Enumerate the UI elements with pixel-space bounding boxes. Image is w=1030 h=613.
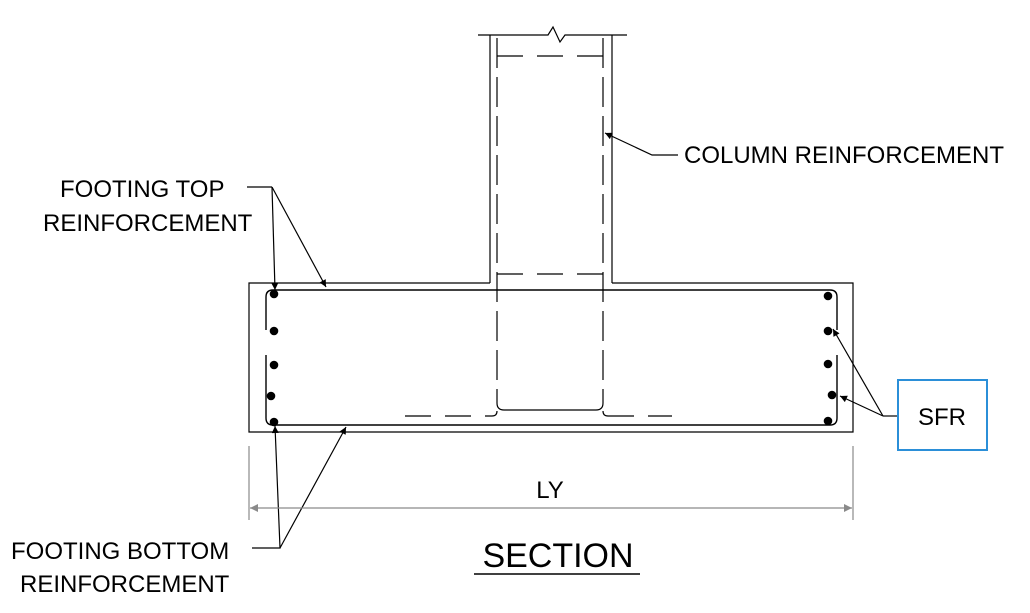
rebar-dot bbox=[266, 391, 276, 401]
footing-bottom-leader bbox=[252, 425, 347, 549]
rebar-dot bbox=[269, 360, 279, 370]
rebar-dot bbox=[823, 359, 833, 369]
sfr-label: SFR bbox=[918, 404, 966, 431]
footing-top-leader bbox=[247, 186, 327, 291]
dimension-ly-label: LY bbox=[536, 477, 564, 504]
column-reinforcement-leader bbox=[604, 132, 678, 156]
section-title: SECTION bbox=[482, 537, 633, 575]
rebar-dot bbox=[269, 326, 279, 336]
footing-outline bbox=[248, 282, 854, 433]
footing-top-label-line2: REINFORCEMENT bbox=[43, 210, 253, 237]
dimension-ly bbox=[248, 446, 854, 520]
rebar-dot bbox=[823, 326, 833, 336]
sfr-leader bbox=[832, 328, 898, 417]
footing-top-label-line1: FOOTING TOP bbox=[60, 176, 224, 203]
sfr-box bbox=[897, 379, 988, 451]
column-reinforcement-label: COLUMN REINFORCEMENT bbox=[684, 142, 1004, 169]
rebar-dot bbox=[269, 417, 279, 427]
column-outline bbox=[478, 25, 627, 283]
side-face-bars bbox=[266, 289, 837, 427]
rebar-dot bbox=[823, 416, 833, 426]
footing-bottom-label-line2: REINFORCEMENT bbox=[20, 571, 230, 598]
footing-bottom-label-line1: FOOTING BOTTOM bbox=[11, 538, 229, 565]
rebar-dot bbox=[827, 390, 837, 400]
rebar-dot bbox=[823, 291, 833, 301]
footing-bottom-bar bbox=[265, 355, 838, 426]
column-reinforcement-cage bbox=[405, 38, 672, 417]
rebar-dot bbox=[269, 289, 279, 299]
footing-top-bar bbox=[265, 289, 838, 330]
